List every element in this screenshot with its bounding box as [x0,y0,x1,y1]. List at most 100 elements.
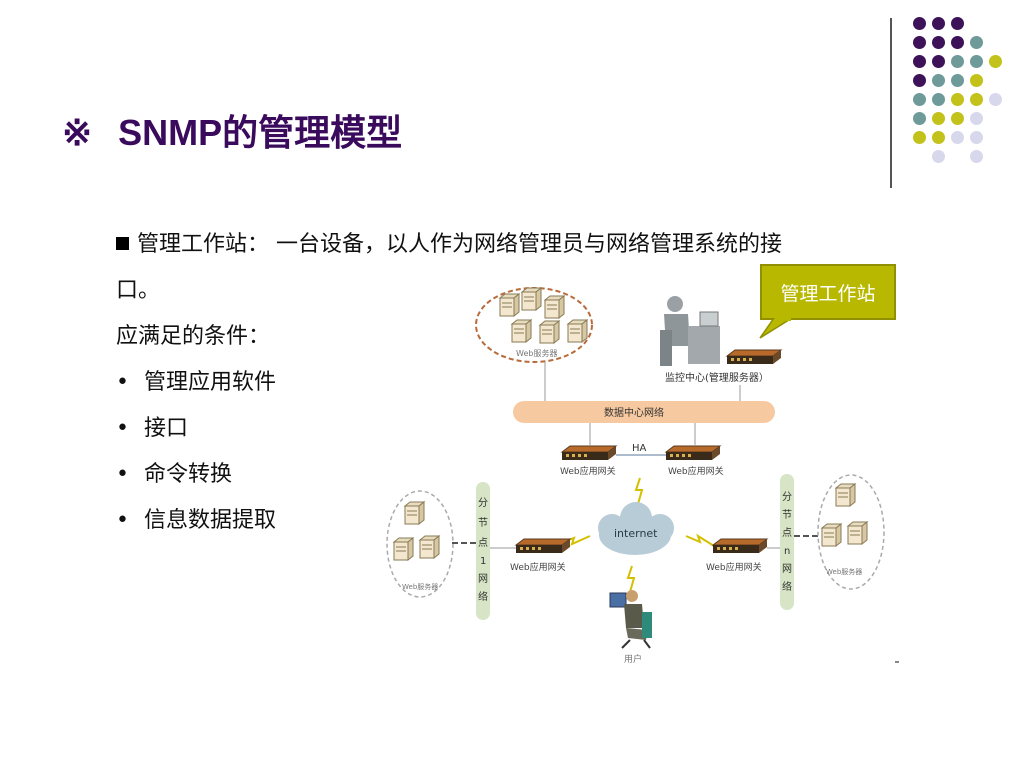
admin-person-icon [660,296,720,366]
bullet-icon: • [116,508,129,533]
server-icon [544,295,565,319]
server-icon [567,319,588,343]
dot [932,150,945,163]
management-workstation-callout: 管理工作站 [760,264,896,320]
user-label: 用户 [624,653,642,665]
web-servers-side-label: Web服务器 [826,567,862,576]
gateway-label: Web应用网关 [668,465,724,477]
dot [989,93,1002,106]
decorative-divider [890,18,892,188]
square-bullet-icon [116,237,129,250]
server-icon [511,319,532,343]
branch-1-network-bar [476,482,490,620]
definition-line-continued: 口。 [116,278,161,303]
svg-text:分: 分 [478,497,488,509]
branch-1-label: 分 节 点 1 网 络 [478,497,488,603]
wireless-link [634,477,644,505]
callout-tail [759,318,794,339]
server-icon [539,320,560,344]
web-servers-top-label: Web服务器 [516,348,557,358]
dot [913,131,926,144]
svg-text:网: 网 [782,563,792,575]
dot [913,17,926,30]
bullet-icon: • [116,370,129,395]
svg-text:1: 1 [480,556,486,567]
dot [989,55,1002,68]
datacenter-network-label: 数据中心网络 [604,406,664,419]
ha-label: HA [632,443,647,454]
web-servers-side-label: Web服务器 [402,582,438,591]
server-icon [835,483,856,507]
gateway-icon [665,445,721,461]
dot [913,55,926,68]
monitor-center-label: 监控中心(管理服务器） [665,371,769,384]
gateway-label: Web应用网关 [560,465,616,477]
gateway-label: Web应用网关 [510,561,566,573]
dot [951,36,964,49]
dot [913,36,926,49]
dot [951,55,964,68]
list-item: •信息数据提取 [116,508,277,533]
svg-text:节: 节 [478,517,488,529]
server-icon [393,537,414,561]
list-item: •接口 [116,416,189,441]
gateway-icon [712,538,768,554]
definition-line: 管理工作站： 一台设备，以人作为网络管理员与网络管理系统的接 [116,226,782,258]
slide-title: ※ SNMP的管理模型 [62,104,402,156]
dot [970,55,983,68]
title-text: SNMP的管理模型 [118,112,403,153]
dot [932,131,945,144]
list-item: •管理应用软件 [116,370,277,395]
dot [932,74,945,87]
dot [970,112,983,125]
dot [932,55,945,68]
list-item: •命令转换 [116,462,233,487]
bullet-icon: • [116,416,129,441]
gateway-label: Web应用网关 [706,561,762,573]
server-icon [419,535,440,559]
reference-mark: ※ [62,112,93,153]
svg-text:络: 络 [782,580,792,593]
gateway-icon [561,445,617,461]
wireless-link [685,533,715,547]
server-icon [521,287,542,311]
dot [932,112,945,125]
dot [951,93,964,106]
svg-text:网: 网 [478,573,488,585]
dot [951,17,964,30]
dot [951,112,964,125]
internet-label: internet [614,527,658,540]
dot [970,131,983,144]
svg-text:点: 点 [478,537,488,549]
server-icon [499,293,520,317]
branch-n-label: 分 节 点 n 网 络 [782,491,792,593]
dot [913,74,926,87]
svg-text:点: 点 [782,527,792,539]
server-icon [847,521,868,545]
dot [970,93,983,106]
internet-cloud-icon [598,502,674,555]
dot [913,93,926,106]
datacenter-network-bar [513,401,775,423]
bullet-icon: • [116,462,129,487]
management-server-icon [726,349,782,365]
svg-text:节: 节 [782,509,792,521]
requirements-heading: 应满足的条件： [116,324,271,349]
dot [951,131,964,144]
web-server-cluster-right [817,474,885,590]
dot [970,36,983,49]
svg-text:络: 络 [478,590,488,603]
branch-n-network-bar [780,474,794,610]
dot [951,74,964,87]
dot [932,93,945,106]
gateway-icon [515,538,571,554]
dot [970,150,983,163]
server-icon [404,501,425,525]
svg-text:分: 分 [782,491,792,503]
dot [932,36,945,49]
wireless-link [626,565,636,593]
dot [932,17,945,30]
user-person-icon [609,590,652,649]
server-icon [821,523,842,547]
